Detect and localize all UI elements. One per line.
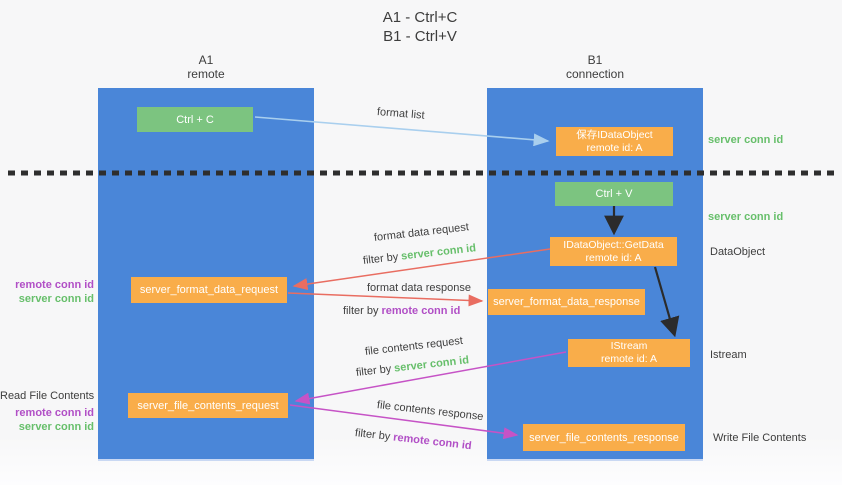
- server-file-contents-request-label: server_file_contents_request: [137, 399, 279, 412]
- server-format-data-request-label: server_format_data_request: [139, 284, 279, 296]
- save-idataobject-title: 保存IDataObject: [576, 128, 653, 141]
- getdata-title: IDataObject::GetData: [563, 238, 664, 251]
- arrow-getdata-to-istream: [653, 266, 680, 338]
- node-save-idataobject: 保存IDataObject remote id: A: [556, 127, 673, 156]
- flow-label-format-data-response: format data response: [367, 282, 471, 294]
- read-file-contents-label: Read File Contents: [0, 390, 95, 402]
- server-conn-id-label: server conn id: [18, 293, 94, 305]
- server-conn-id-label: server conn id: [18, 421, 94, 433]
- ctrl-v-label: Ctrl + V: [595, 188, 633, 200]
- server-conn-id-mid-label: server conn id: [708, 211, 784, 223]
- arrow-format-list: [254, 116, 550, 147]
- left-annotation-file-conn-ids: remote conn id server conn id: [0, 406, 94, 434]
- arrow-format-data-response: [287, 292, 484, 307]
- server-file-contents-response-label: server_file_contents_response: [529, 431, 679, 444]
- arrow-format-data-request: [292, 248, 551, 291]
- remote-conn-id-label: remote conn id: [15, 279, 94, 291]
- lane-a-name: A1: [198, 53, 214, 67]
- lane-header-b1: B1 connection: [487, 53, 703, 81]
- istream-side-label: Istream: [710, 349, 747, 361]
- server-format-data-response-label: server_format_data_response: [493, 296, 640, 308]
- filter-by-text: filter by: [343, 305, 379, 317]
- write-file-contents-label: Write File Contents: [713, 432, 807, 444]
- arrow-file-contents-response: [289, 404, 519, 440]
- diagram-title: A1 - Ctrl+C B1 - Ctrl+V: [300, 8, 540, 46]
- istream-remote-id: remote id: A: [600, 353, 658, 365]
- dataobject-label: DataObject: [710, 246, 766, 258]
- lane-b-role: connection: [565, 66, 625, 81]
- ctrl-c-label: Ctrl + C: [176, 113, 214, 126]
- node-ctrl-c: Ctrl + C: [137, 107, 253, 132]
- node-server-file-contents-response: server_file_contents_response: [523, 424, 685, 451]
- title-line-2: B1 - Ctrl+V: [383, 28, 457, 45]
- node-server-file-contents-request: server_file_contents_request: [128, 393, 288, 418]
- lane-header-a1: A1 remote: [98, 53, 314, 81]
- lane-a-role: remote: [187, 66, 225, 81]
- getdata-remote-id: remote id: A: [585, 251, 642, 264]
- server-conn-id-top-label: server conn id: [708, 134, 784, 146]
- node-server-format-data-response: server_format_data_response: [488, 289, 645, 315]
- lane-b-name: B1: [587, 53, 603, 67]
- arrow-file-contents-request: [294, 351, 567, 405]
- node-idataobject-getdata: IDataObject::GetData remote id: A: [550, 237, 677, 266]
- istream-title: IStream: [610, 340, 648, 352]
- title-line-1: A1 - Ctrl+C: [382, 9, 458, 26]
- remote-conn-id-key: remote conn id: [381, 305, 461, 317]
- left-annotation-format-conn-ids: remote conn id server conn id: [0, 278, 94, 306]
- node-server-format-data-request: server_format_data_request: [131, 277, 287, 303]
- node-ctrl-v: Ctrl + V: [555, 182, 673, 206]
- node-istream: IStream remote id: A: [568, 339, 690, 367]
- remote-conn-id-label: remote conn id: [15, 407, 94, 419]
- save-idataobject-remote-id: remote id: A: [586, 141, 643, 154]
